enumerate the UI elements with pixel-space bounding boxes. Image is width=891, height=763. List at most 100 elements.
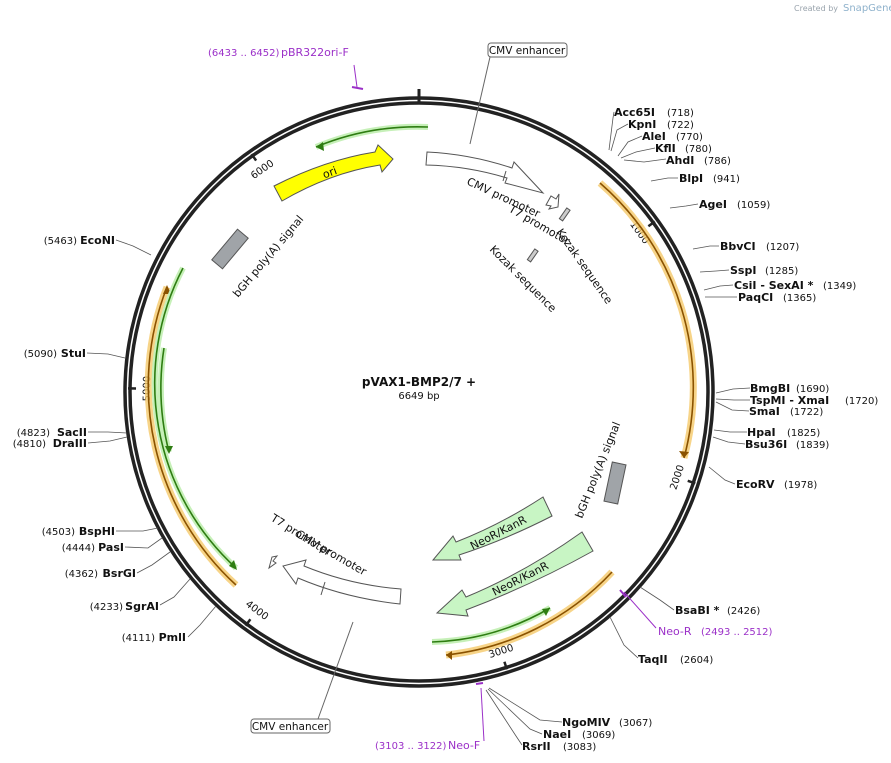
enzyme-ahdi-pos: (786)	[704, 156, 731, 167]
enzyme-csii-sexai: CsiI - SexAI *	[734, 279, 814, 292]
primer-pbr322ori-f-name: pBR322ori-F	[281, 46, 349, 59]
ori-label: ori	[321, 164, 339, 181]
scale-tick-4000	[244, 618, 252, 627]
cmv-enhancer-top: CMV enhancer	[469, 42, 568, 145]
enzyme-alei: AleI	[642, 130, 666, 143]
credit-brand: SnapGene	[843, 3, 891, 14]
enzyme-alei-pos: (770)	[676, 132, 703, 143]
t7-promoter-top	[545, 193, 560, 210]
enzyme-rsrii-pos: (3083)	[563, 742, 596, 753]
enzyme-ecorv: EcoRV	[736, 478, 775, 491]
enzyme-ahdi: AhdI	[666, 154, 694, 167]
enzyme-acc65i: Acc65I	[614, 106, 655, 119]
scale-tick-label-4000: 4000	[243, 599, 270, 623]
cmv-enhancer-bottom: CMV enhancer	[250, 621, 354, 734]
enzyme-bsabi: BsaBI *	[675, 604, 720, 617]
orf-arcs-green	[151, 123, 552, 645]
ori-feature: ori	[273, 144, 394, 202]
enzyme-tspmi-xmai: TspMI - XmaI	[750, 394, 829, 407]
orf-arcs-orange	[144, 180, 697, 660]
primer-neo-r-name: Neo-R	[658, 625, 692, 638]
enzyme-kpni-pos: (722)	[667, 120, 694, 131]
enzyme-sgrai-pos: (4233)	[90, 602, 123, 613]
enzyme-kfli-pos: (780)	[685, 144, 712, 155]
enzyme-econi: EcoNI	[80, 234, 115, 247]
enzyme-bsu36i: Bsu36I	[745, 438, 787, 451]
enzyme-kpni: KpnI	[628, 118, 656, 131]
bgh-polya-block-right	[603, 461, 627, 505]
enzyme-tspmi-xmai-pos: (1720)	[845, 396, 878, 407]
neor-kanr-label-2: NeoR/KanR	[490, 559, 551, 599]
credit-prefix: Created by	[794, 4, 838, 13]
enzyme-bbvci: BbvCI	[720, 240, 756, 253]
enzyme-bsrgi-pos: (4362)	[65, 569, 98, 580]
scale-tick-label-6000: 6000	[249, 158, 276, 182]
enzyme-pmli: PmlI	[159, 631, 186, 644]
plasmid-name: pVAX1-BMP2/7 +	[362, 375, 476, 389]
primer-neo-f-range: (3103 .. 3122)	[375, 741, 447, 752]
primer-neo-f-name: Neo-F	[448, 739, 480, 752]
enzyme-sspi: SspI	[730, 264, 756, 277]
enzyme-bsabi-pos: (2426)	[727, 606, 760, 617]
enzyme-paqci-pos: (1365)	[783, 293, 816, 304]
scale-tick-1000	[647, 220, 656, 228]
bgh-polya-top-label: bGH poly(A) signal	[230, 213, 306, 300]
primer-neo-r-range: (2493 .. 2512)	[701, 627, 773, 638]
enzyme-stui-pos: (5090)	[24, 349, 57, 360]
scale-tick-2000	[687, 479, 696, 485]
enzyme-bsu36i-pos: (1839)	[796, 440, 829, 451]
enzyme-draiii-pos: (4810)	[13, 439, 46, 450]
enzyme-hpai: HpaI	[747, 426, 776, 439]
cmv-enhancer-bottom-label: CMV enhancer	[252, 721, 329, 733]
enzyme-pmli-pos: (4111)	[122, 633, 155, 644]
neor-kanr-feature-1: NeoR/KanR	[431, 496, 553, 561]
enzyme-paqci: PaqCI	[738, 291, 773, 304]
enzyme-naei: NaeI	[543, 728, 571, 741]
primer-pbr322ori-f-range: (6433 .. 6452)	[208, 48, 280, 59]
enzyme-leader-lines	[86, 111, 751, 746]
enzyme-taqii: TaqII	[638, 653, 668, 666]
primer-neo-f: (3103 .. 3122) Neo-F	[375, 682, 485, 752]
enzyme-hpai-pos: (1825)	[787, 428, 820, 439]
enzyme-econi-pos: (5463)	[44, 236, 77, 247]
primer-pbr322ori-f: (6433 .. 6452) pBR322ori-F	[208, 46, 364, 90]
scale-tick-label-2000: 2000	[669, 464, 687, 492]
enzyme-naei-pos: (3069)	[582, 730, 615, 741]
kozak-bar-a	[558, 207, 571, 222]
enzyme-pasi-pos: (4444)	[62, 543, 95, 554]
enzyme-blpi: BlpI	[679, 172, 703, 185]
enzyme-stui: StuI	[61, 347, 86, 360]
enzyme-agei: AgeI	[699, 198, 727, 211]
kozak-label-a: Kozak sequence	[554, 226, 616, 306]
enzyme-sacii-pos: (4823)	[17, 428, 50, 439]
snapgene-credit: Created by SnapGene	[794, 3, 891, 14]
enzyme-smai: SmaI	[749, 405, 780, 418]
enzyme-ngomiv-pos: (3067)	[619, 718, 652, 729]
enzyme-pasi: PasI	[98, 541, 124, 554]
enzyme-bmgbi-pos: (1690)	[796, 384, 829, 395]
enzyme-ngomiv: NgoMIV	[562, 716, 611, 729]
enzyme-rsrii: RsrII	[522, 740, 551, 753]
enzyme-draiii: DraIII	[53, 437, 87, 450]
cmv-promoter-bottom	[282, 559, 402, 605]
scale-tick-3000	[503, 661, 509, 670]
enzyme-sacii: SacII	[57, 426, 87, 439]
enzyme-csii-sexai-pos: (1349)	[823, 281, 856, 292]
scale-tick-6000	[250, 153, 258, 162]
cmv-enhancer-top-label: CMV enhancer	[489, 45, 566, 57]
enzyme-bbvci-pos: (1207)	[766, 242, 799, 253]
plasmid-length: 6649 bp	[398, 391, 439, 402]
enzyme-smai-pos: (1722)	[790, 407, 823, 418]
enzyme-bsphi: BspHI	[79, 525, 115, 538]
enzyme-acc65i-pos: (718)	[667, 108, 694, 119]
enzyme-sspi-pos: (1285)	[765, 266, 798, 277]
enzyme-labels: Acc65I (718) KpnI (722) AleI (770) KflI …	[13, 106, 879, 753]
enzyme-taqii-pos: (2604)	[680, 655, 713, 666]
enzyme-ecorv-pos: (1978)	[784, 480, 817, 491]
kozak-label-b: Kozak sequence	[487, 243, 559, 315]
enzyme-bmgbi: BmgBI	[750, 382, 790, 395]
enzyme-blpi-pos: (941)	[713, 174, 740, 185]
enzyme-kfli: KflI	[655, 142, 676, 155]
